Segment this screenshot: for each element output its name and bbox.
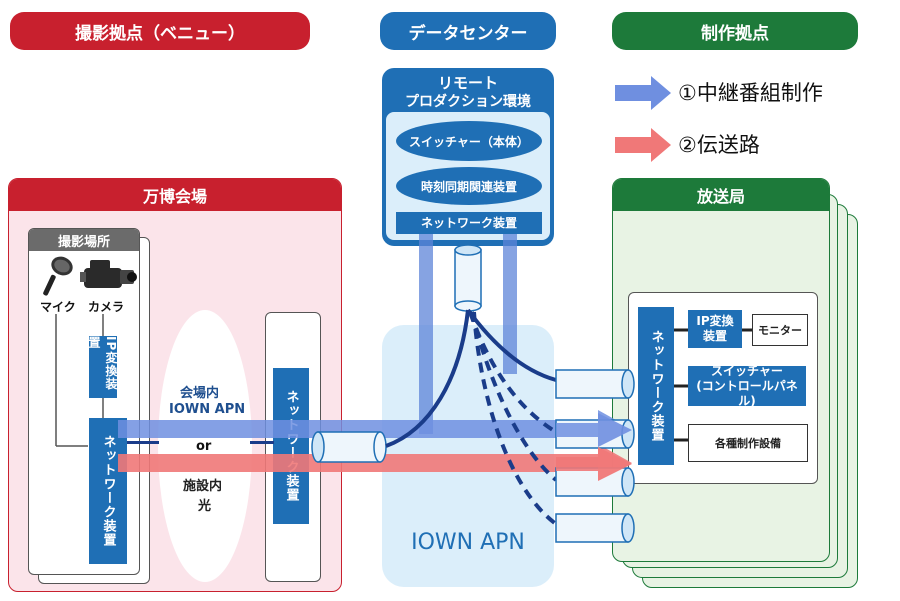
relay-legend-label: ①中継番組制作 bbox=[678, 81, 823, 105]
network-device-venue-1: ネットワーク装置 bbox=[89, 418, 127, 564]
camera-icon bbox=[80, 260, 137, 288]
datacenter-network-device: ネットワーク装置 bbox=[396, 212, 542, 234]
switcher-line1: スイッチャー bbox=[711, 363, 783, 378]
transmission-legend-arrow bbox=[615, 128, 671, 162]
broadcaster-network-device: ネットワーク装置 bbox=[638, 307, 674, 465]
switcher-line2: (コントロールパネル) bbox=[696, 378, 798, 408]
production-equipment-box: 各種制作設備 bbox=[688, 424, 808, 462]
broadcaster-ip-converter: IP変換 装置 bbox=[688, 310, 742, 348]
datacenter-header: データセンター bbox=[380, 12, 556, 50]
transmission-legend-label: ②伝送路 bbox=[678, 133, 760, 157]
apn-label-line1: 会場内 bbox=[180, 386, 220, 401]
production-header: 制作拠点 bbox=[612, 12, 858, 50]
iown-apn-label: IOWN APN bbox=[411, 530, 525, 555]
apn-label-line2: IOWN APN bbox=[169, 402, 246, 417]
mic-label: マイク bbox=[40, 300, 76, 314]
ip-converter-line2: 装置 bbox=[702, 329, 727, 343]
network-device-venue-2: ネットワーク装置 bbox=[273, 368, 309, 524]
monitor-box: モニター bbox=[752, 314, 808, 346]
time-sync-device: 時刻同期関連装置 bbox=[396, 167, 542, 205]
apn-or-fiber-ellipse bbox=[158, 310, 252, 582]
location-tab: 撮影場所 bbox=[29, 229, 139, 251]
broadcaster-title: 放送局 bbox=[613, 179, 829, 211]
relay-legend-arrow bbox=[615, 76, 671, 110]
fiber-label-line2: 光 bbox=[198, 499, 212, 514]
remote-production-title-1: リモート bbox=[437, 74, 498, 92]
switcher-main: スイッチャー（本体） bbox=[396, 121, 542, 161]
microphone-icon bbox=[43, 256, 73, 296]
or-label: or bbox=[196, 439, 212, 454]
venue-header: 撮影拠点（ベニュー） bbox=[10, 12, 310, 50]
ip-converter-line1: IP変換 bbox=[696, 314, 734, 328]
camera-label: カメラ bbox=[88, 300, 125, 314]
expo-venue-title: 万博会場 bbox=[9, 179, 341, 211]
fiber-label-line1: 施設内 bbox=[183, 479, 223, 494]
ip-converter-venue: IP変換装置 bbox=[87, 336, 118, 398]
broadcaster-switcher: スイッチャー (コントロールパネル) bbox=[688, 363, 806, 408]
remote-production-title-2: プロダクション環境 bbox=[405, 94, 531, 110]
